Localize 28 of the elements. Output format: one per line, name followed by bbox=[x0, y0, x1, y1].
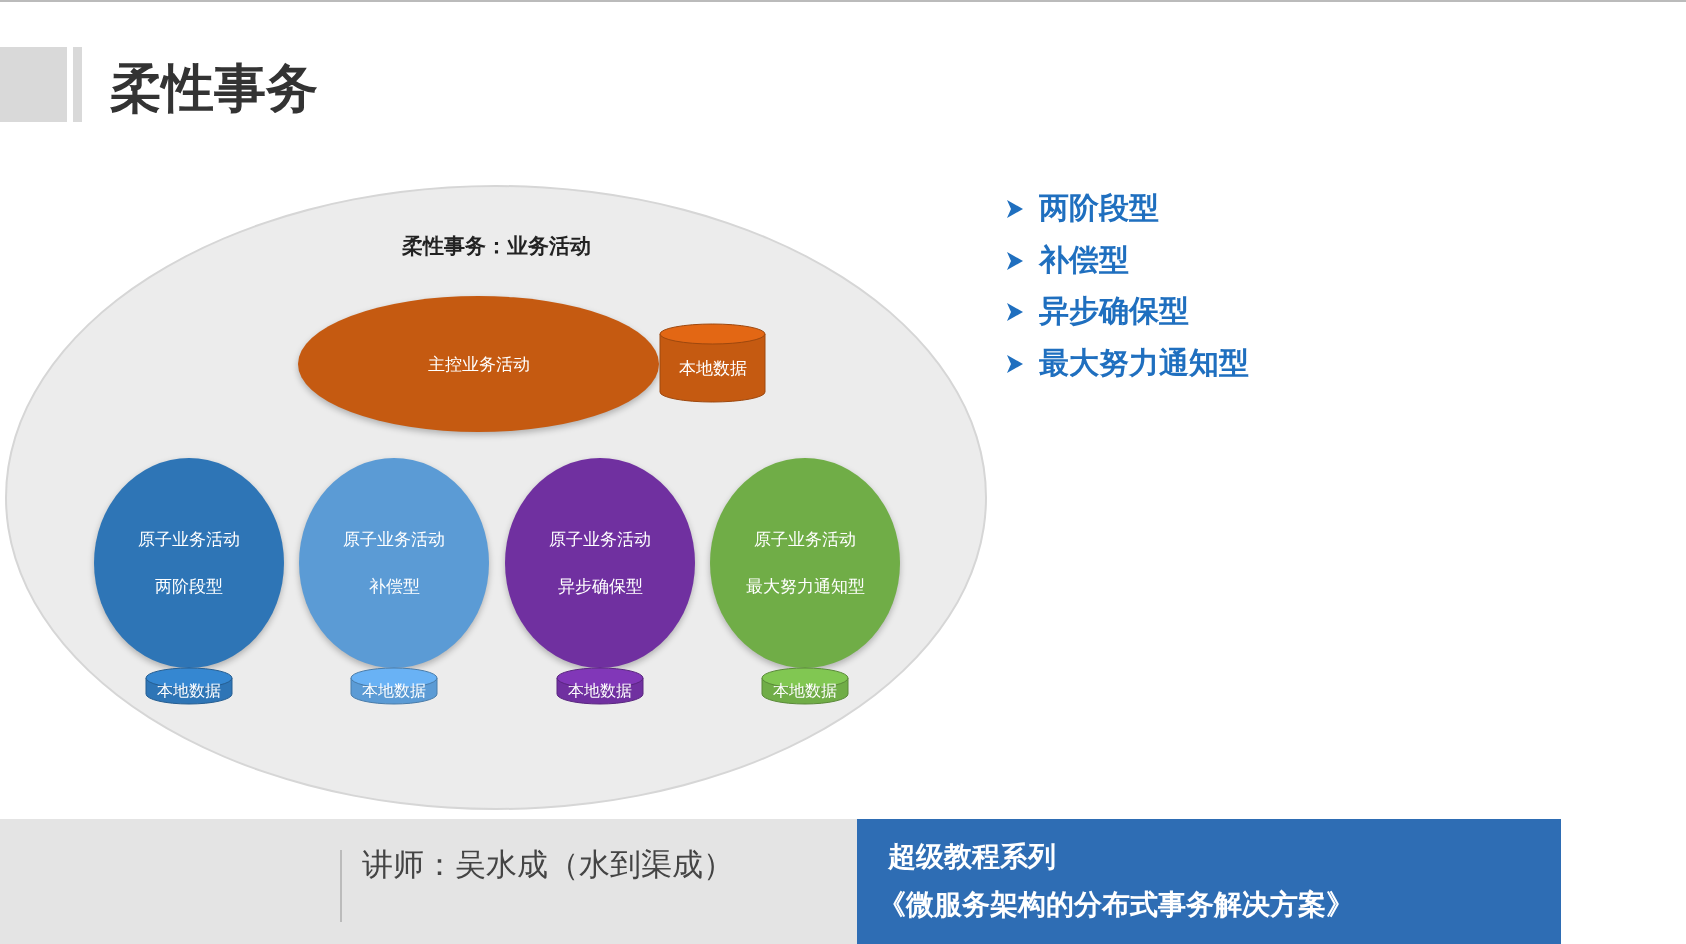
ellipse-title: 柔性事务：业务活动 bbox=[400, 233, 592, 260]
bullet-text: 异步确保型 bbox=[1039, 292, 1189, 330]
node-label: 最大努力通知型 bbox=[745, 575, 865, 598]
node-label: 补偿型 bbox=[368, 575, 420, 598]
node-label: 本地数据 bbox=[157, 680, 221, 702]
node-label: 本地数据 bbox=[362, 680, 426, 702]
node-label: 本地数据 bbox=[678, 356, 747, 380]
slide-title: 柔性事务 bbox=[110, 57, 318, 120]
database-cylinder bbox=[762, 668, 848, 704]
node-label: 本地数据 bbox=[568, 680, 632, 702]
course-title: 超级教程系列 bbox=[888, 839, 1056, 875]
node-label: 异步确保型 bbox=[557, 575, 643, 598]
database-cylinder bbox=[660, 324, 765, 402]
node-label: 本地数据 bbox=[773, 680, 837, 702]
database-cylinder bbox=[557, 668, 643, 704]
node-label: 原子业务活动 bbox=[754, 528, 856, 551]
node-label: 两阶段型 bbox=[155, 575, 223, 598]
database-cylinder bbox=[351, 668, 437, 704]
bullet-text: 两阶段型 bbox=[1039, 189, 1159, 227]
node-label: 主控业务活动 bbox=[427, 352, 530, 376]
lecturer-text: 讲师：吴水成（水到渠成） bbox=[362, 845, 734, 884]
node-label: 原子业务活动 bbox=[138, 528, 240, 551]
node-label: 原子业务活动 bbox=[549, 528, 651, 551]
node-label: 原子业务活动 bbox=[343, 528, 445, 551]
bullet-text: 最大努力通知型 bbox=[1039, 344, 1249, 382]
bullet-text: 补偿型 bbox=[1039, 241, 1129, 279]
course-title: 《微服务架构的分布式事务解决方案》 bbox=[878, 887, 1354, 923]
database-cylinder bbox=[146, 668, 232, 704]
